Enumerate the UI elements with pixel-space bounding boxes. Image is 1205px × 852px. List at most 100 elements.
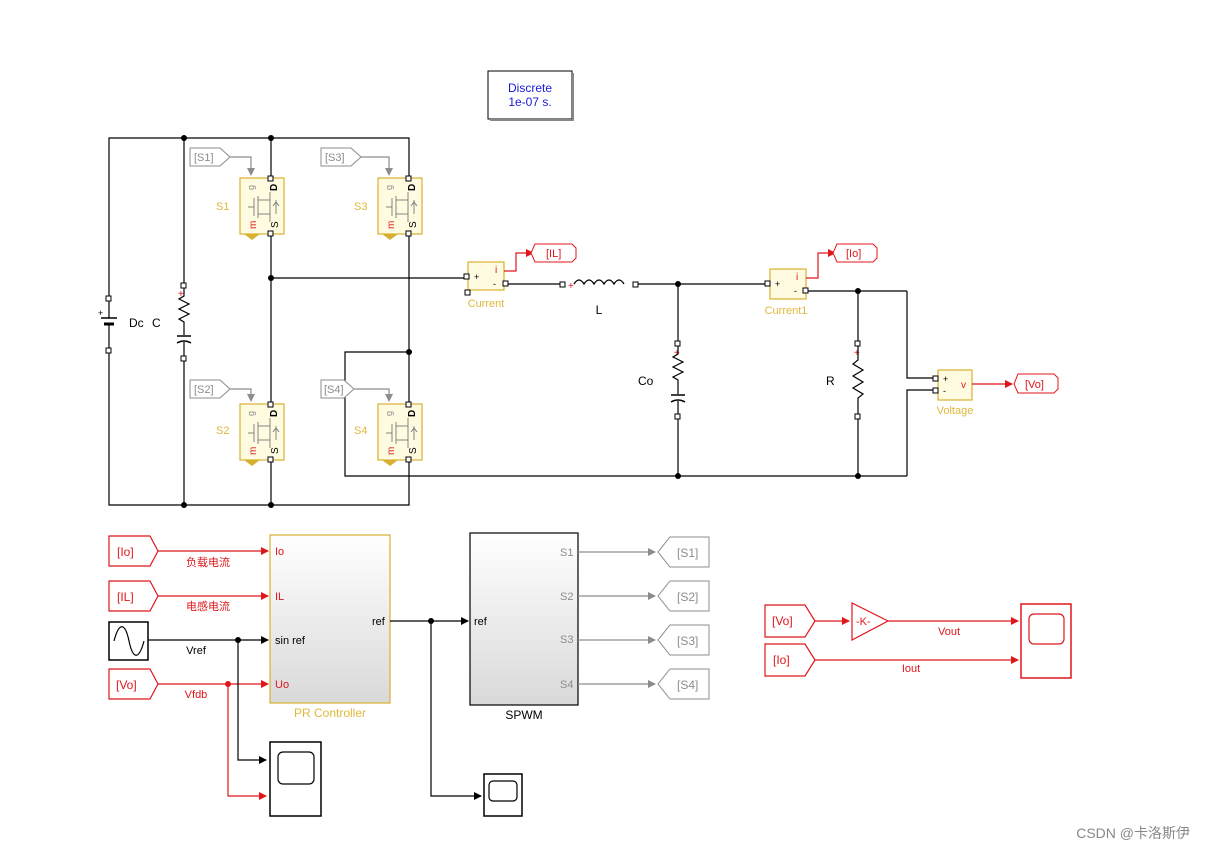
from-tag-vo-scope[interactable]: [Vo] — [764, 604, 816, 638]
sensor-out: v — [961, 380, 966, 391]
goto-tag-io[interactable]: [Io] — [832, 243, 878, 263]
dc-cap-label: C — [152, 316, 161, 330]
svg-text:[S3]: [S3] — [325, 152, 345, 164]
dc-voltage-source[interactable]: + Dc — [98, 295, 144, 354]
spwm-port-ref: ref — [474, 616, 488, 628]
pin-source: S — [408, 221, 419, 228]
pin-source: S — [270, 447, 281, 454]
pin-drain: D — [269, 410, 280, 417]
pin-gate: g — [384, 411, 394, 416]
goto-tag-s1-out[interactable]: [S1] — [657, 536, 710, 568]
svg-text:[Vo]: [Vo] — [1025, 379, 1044, 391]
svg-text:[S2]: [S2] — [194, 384, 214, 396]
svg-text:[S1]: [S1] — [194, 152, 214, 164]
mosfet-s4[interactable]: g D m S S4 — [354, 401, 423, 466]
gain-block[interactable]: -K- — [851, 602, 890, 641]
resistor-label: R — [826, 374, 835, 388]
scope-ref-signal[interactable] — [483, 773, 523, 817]
sensor-plus: + — [775, 279, 780, 289]
svg-text:[S4]: [S4] — [677, 678, 698, 692]
spwm-port-s1: S1 — [560, 547, 573, 559]
pr-port-sinref: sin ref — [275, 635, 306, 647]
wire-label-iout: Iout — [902, 663, 920, 675]
svg-text:[IL]: [IL] — [546, 248, 561, 260]
goto-tag-s3-out[interactable]: [S3] — [657, 624, 710, 656]
spwm-block[interactable]: ref S1 S2 S3 S4 SPWM — [469, 532, 579, 722]
pr-controller-label: PR Controller — [294, 706, 366, 720]
spwm-port-s3: S3 — [560, 634, 573, 646]
sensor-plus: + — [474, 272, 479, 282]
current-sensor-label: Current — [468, 298, 505, 310]
wire-label-vfdb: Vfdb — [185, 689, 208, 701]
pin-meas: m — [386, 221, 397, 229]
powergui-solver-block[interactable]: Discrete 1e-07 s. — [487, 70, 574, 121]
goto-tag-s2-in[interactable]: [S2] — [189, 379, 255, 402]
from-tag-vo[interactable]: [Vo] — [108, 668, 159, 700]
sensor-minus: - — [943, 386, 946, 396]
voltage-sensor[interactable]: + - v Voltage — [932, 369, 973, 417]
dc-source-label: Dc — [129, 316, 144, 330]
spwm-port-s4: S4 — [560, 679, 573, 691]
mosfet-s1[interactable]: g D m S S1 — [216, 175, 285, 240]
pr-port-io: Io — [275, 546, 284, 558]
sine-wave-source[interactable] — [108, 621, 149, 661]
mosfet-s1-label: S1 — [216, 201, 229, 213]
svg-text:+: + — [178, 289, 184, 300]
goto-tag-il[interactable]: [IL] — [530, 243, 577, 263]
goto-tag-s1-in[interactable]: [S1] — [189, 147, 255, 176]
pin-meas: m — [386, 447, 397, 455]
wire-label-vout: Vout — [938, 626, 960, 638]
power-circuit-wires — [108, 135, 936, 508]
pr-port-il: IL — [275, 591, 284, 603]
svg-text:[Vo]: [Vo] — [116, 678, 137, 692]
goto-tag-vo[interactable]: [Vo] — [1013, 373, 1059, 394]
svg-text:[Io]: [Io] — [773, 653, 790, 667]
pr-controller-block[interactable]: Io IL sin ref Uo ref PR Controller — [269, 534, 391, 720]
wire-label-inductor-current: 电感电流 — [186, 599, 230, 613]
pin-source: S — [270, 221, 281, 228]
pin-gate: g — [246, 411, 256, 416]
goto-tag-s2-out[interactable]: [S2] — [657, 580, 710, 612]
capacitor-co[interactable]: + Co — [638, 340, 686, 420]
mosfet-s4-label: S4 — [354, 425, 367, 437]
svg-text:+: + — [98, 308, 103, 318]
svg-text:-K-: -K- — [856, 616, 871, 628]
svg-text:[IL]: [IL] — [117, 590, 134, 604]
resistor-r[interactable]: + R — [826, 340, 865, 420]
mosfet-s2[interactable]: g D m S S2 — [216, 401, 285, 466]
inductor-l[interactable]: + L — [559, 279, 639, 317]
sensor-out: i — [796, 272, 798, 283]
pr-port-ref: ref — [372, 616, 386, 628]
scope-reference-feedback[interactable] — [269, 741, 322, 817]
svg-text:[S4]: [S4] — [324, 384, 344, 396]
pin-drain: D — [269, 184, 280, 191]
inductor-label: L — [596, 303, 603, 317]
pin-gate: g — [246, 185, 256, 190]
pin-gate: g — [384, 185, 394, 190]
from-tag-io[interactable]: [Io] — [108, 535, 159, 567]
scope-output[interactable] — [1020, 603, 1072, 679]
current-sensor-il[interactable]: + - i Current — [463, 261, 509, 310]
mosfet-s3[interactable]: g D m S S3 — [354, 175, 423, 240]
sensor-plus: + — [943, 374, 948, 384]
current-sensor1-label: Current1 — [765, 305, 808, 317]
from-tag-il[interactable]: [IL] — [108, 580, 159, 612]
current-sensor-io[interactable]: + - i Current1 — [764, 268, 809, 317]
sensor-minus: - — [794, 286, 797, 296]
svg-text:[S2]: [S2] — [677, 590, 698, 604]
dc-link-rc-branch[interactable]: + — [176, 282, 192, 362]
goto-tag-s4-in[interactable]: [S4] — [320, 379, 393, 402]
goto-tag-s4-out[interactable]: [S4] — [657, 668, 710, 700]
svg-text:[Io]: [Io] — [846, 248, 861, 260]
pin-meas: m — [248, 447, 259, 455]
svg-text:[Io]: [Io] — [117, 545, 134, 559]
watermark-text: CSDN @卡洛斯伊 — [1076, 825, 1190, 841]
svg-text:+: + — [568, 281, 574, 292]
pin-drain: D — [407, 184, 418, 191]
svg-text:[S1]: [S1] — [677, 546, 698, 560]
capacitor-label: Co — [638, 374, 654, 388]
from-tag-io-scope[interactable]: [Io] — [764, 643, 816, 677]
goto-tag-s3-in[interactable]: [S3] — [320, 147, 393, 176]
svg-text:[Vo]: [Vo] — [772, 614, 793, 628]
